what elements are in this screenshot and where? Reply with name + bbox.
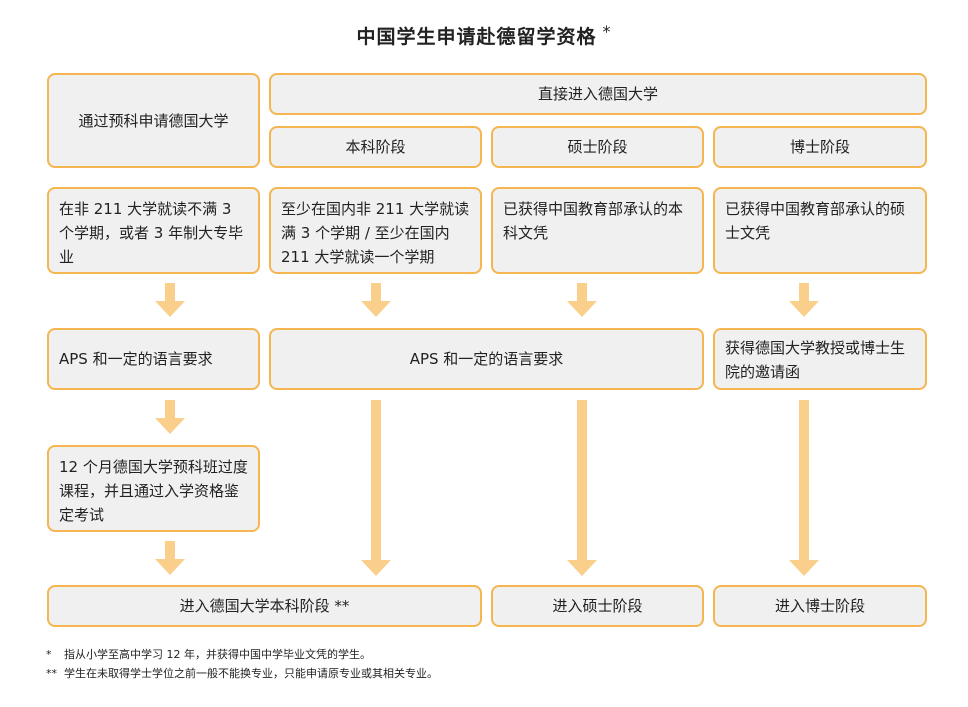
arrow-down-icon [155, 400, 185, 434]
footnote-text: 学生在未取得学士学位之前一般不能换专业，只能申请原专业或其相关专业。 [64, 667, 438, 680]
header-direct: 直接进入德国大学 [269, 73, 927, 115]
requirement-direct-text: APS 和一定的语言要求 [409, 350, 564, 368]
header-foundation: 通过预科申请德国大学 [47, 73, 260, 168]
header-foundation-label: 通过预科申请德国大学 [78, 111, 229, 130]
requirement-phd-text: 获得德国大学教授或博士生院的邀请函 [725, 339, 906, 381]
arrow-down-icon [361, 283, 391, 317]
outcome-phd: 进入博士阶段 [713, 585, 927, 627]
condition-bachelor-text: 至少在国内非 211 大学就读满 3 个学期 / 至少在国内 211 大学就读一… [281, 200, 470, 266]
arrow-down-icon [567, 283, 597, 317]
footnote: * 指从小学至高中学习 12 年，并获得中国中学毕业文凭的学生。 [46, 645, 438, 664]
header-bachelor: 本科阶段 [269, 126, 482, 168]
footnotes: * 指从小学至高中学习 12 年，并获得中国中学毕业文凭的学生。 ** 学生在未取得… [46, 645, 438, 683]
footnote-text: 指从小学至高中学习 12 年，并获得中国中学毕业文凭的学生。 [64, 648, 371, 661]
header-phd: 博士阶段 [713, 126, 927, 168]
long-arrow-down-icon [361, 400, 391, 576]
requirement-foundation: APS 和一定的语言要求 [47, 328, 260, 390]
condition-phd: 已获得中国教育部承认的硕士文凭 [713, 187, 927, 274]
long-arrow-down-icon [789, 400, 819, 576]
condition-bachelor: 至少在国内非 211 大学就读满 3 个学期 / 至少在国内 211 大学就读一… [269, 187, 482, 274]
outcome-bachelor: 进入德国大学本科阶段 ** [47, 585, 482, 627]
arrow-down-icon [789, 283, 819, 317]
outcome-master-text: 进入硕士阶段 [552, 597, 643, 615]
arrow-down-icon [155, 283, 185, 317]
arrow-down-icon [155, 541, 185, 575]
title-text: 中国学生申请赴德留学资格 [356, 26, 597, 48]
footnote-mark: * [46, 648, 52, 661]
condition-master-text: 已获得中国教育部承认的本科文凭 [503, 200, 684, 242]
header-master-label: 硕士阶段 [567, 138, 628, 156]
footnote-mark: ** [46, 667, 57, 680]
condition-foundation: 在非 211 大学就读不满 3 个学期，或者 3 年制大专毕业 [47, 187, 260, 274]
header-direct-label: 直接进入德国大学 [537, 85, 658, 103]
condition-foundation-text: 在非 211 大学就读不满 3 个学期，或者 3 年制大专毕业 [59, 200, 244, 266]
requirement-direct: APS 和一定的语言要求 [269, 328, 704, 390]
requirement-phd: 获得德国大学教授或博士生院的邀请函 [713, 328, 927, 390]
condition-master: 已获得中国教育部承认的本科文凭 [491, 187, 704, 274]
foundation-course: 12 个月德国大学预科班过度课程，并且通过入学资格鉴定考试 [47, 445, 260, 532]
condition-phd-text: 已获得中国教育部承认的硕士文凭 [725, 200, 906, 242]
outcome-master: 进入硕士阶段 [491, 585, 704, 627]
footnote: ** 学生在未取得学士学位之前一般不能换专业，只能申请原专业或其相关专业。 [46, 664, 438, 683]
header-bachelor-label: 本科阶段 [345, 138, 406, 156]
header-phd-label: 博士阶段 [789, 138, 850, 156]
header-master: 硕士阶段 [491, 126, 704, 168]
diagram-title: 中国学生申请赴德留学资格 * [0, 22, 968, 49]
long-arrow-down-icon [567, 400, 597, 576]
title-footnote-mark: * [602, 22, 612, 41]
outcome-bachelor-text: 进入德国大学本科阶段 ** [179, 597, 350, 615]
foundation-course-text: 12 个月德国大学预科班过度课程，并且通过入学资格鉴定考试 [59, 458, 248, 524]
requirement-foundation-text: APS 和一定的语言要求 [59, 350, 213, 368]
outcome-phd-text: 进入博士阶段 [774, 597, 865, 615]
